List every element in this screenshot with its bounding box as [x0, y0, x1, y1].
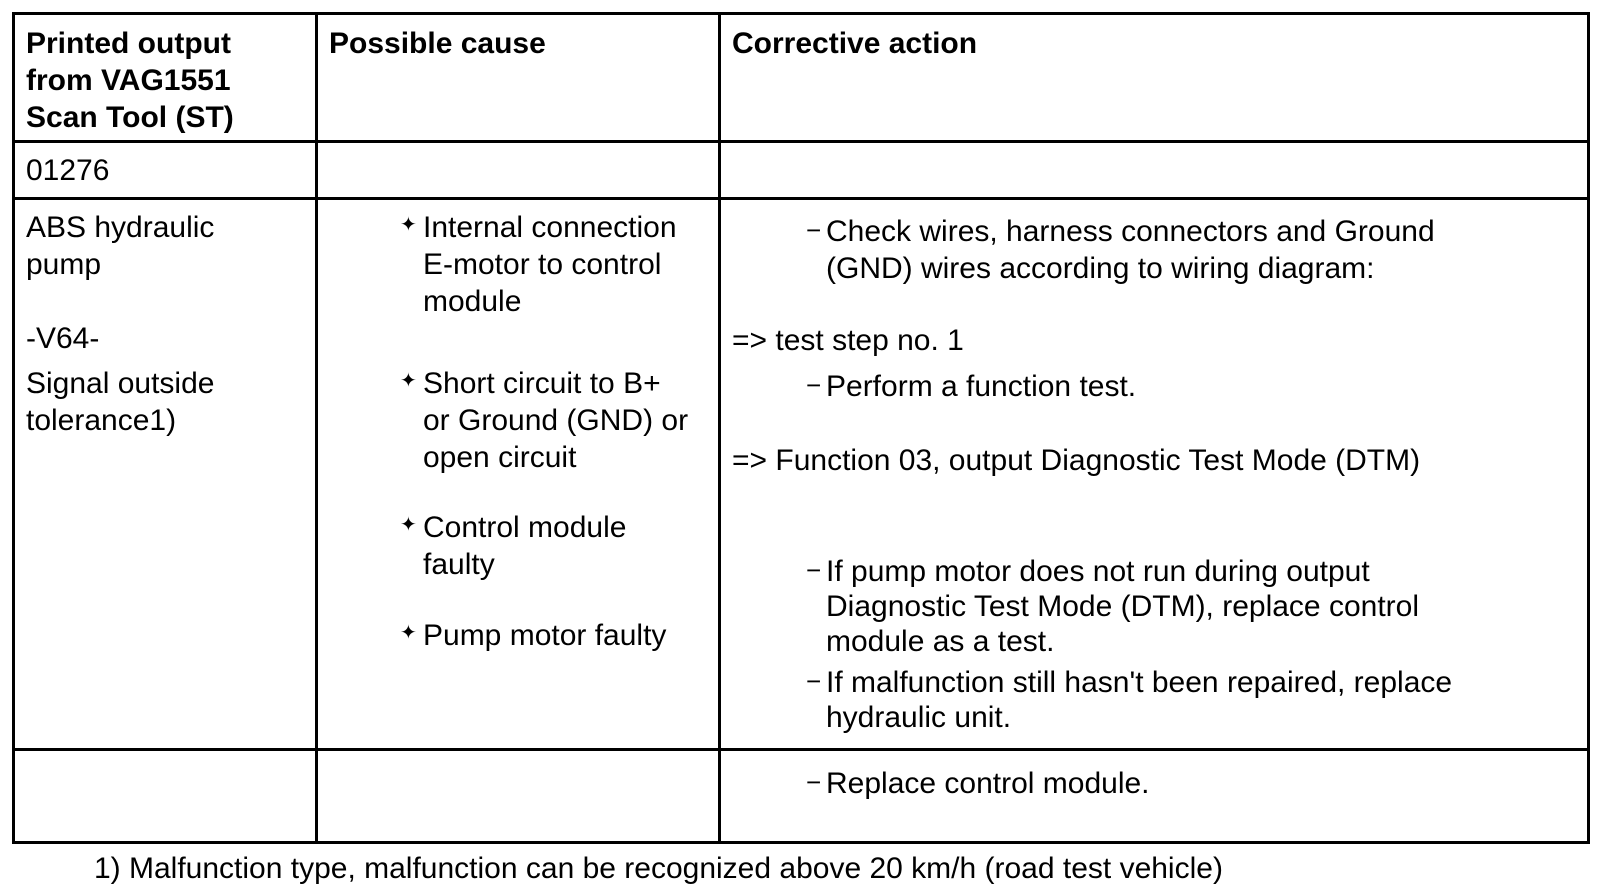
header-possible-cause: Possible cause	[329, 27, 546, 60]
cause-item: or Ground (GND) or	[423, 404, 689, 437]
diagnostic-table: Printed output from VAG1551 Scan Tool (S…	[12, 12, 1590, 844]
dash-icon: −	[806, 215, 822, 245]
action-item: Check wires, harness connectors and Grou…	[826, 215, 1435, 248]
dash-icon: −	[806, 666, 822, 696]
action-item: hydraulic unit.	[826, 701, 1012, 734]
header-corrective-action: Corrective action	[732, 27, 978, 60]
bullet-icon: ✦	[400, 514, 417, 536]
component-name: pump	[26, 248, 102, 281]
cause-item: Pump motor faulty	[423, 619, 667, 652]
component-id: -V64-	[26, 322, 100, 355]
header-printed-output: from VAG1551	[26, 64, 231, 97]
dash-icon: −	[806, 555, 822, 585]
signal-status: tolerance1)	[26, 404, 177, 437]
action-item: (GND) wires according to wiring diagram:	[826, 252, 1375, 285]
row-divider	[15, 140, 1587, 143]
signal-status: Signal outside	[26, 367, 215, 400]
dash-icon: −	[806, 767, 822, 797]
cause-item: Internal connection	[423, 211, 677, 244]
action-item: Perform a function test.	[826, 370, 1137, 403]
cause-item: Short circuit to B+	[423, 367, 661, 400]
bullet-icon: ✦	[400, 370, 417, 392]
footnote: 1) Malfunction type, malfunction can be …	[94, 852, 1223, 885]
bullet-icon: ✦	[400, 214, 417, 236]
fault-code: 01276	[26, 154, 110, 187]
cause-item: open circuit	[423, 441, 577, 474]
column-divider	[718, 15, 721, 841]
row-divider	[15, 197, 1587, 200]
action-item: module as a test.	[826, 625, 1055, 658]
action-item: Replace control module.	[826, 767, 1150, 800]
component-name: ABS hydraulic	[26, 211, 215, 244]
function-reference: => Function 03, output Diagnostic Test M…	[732, 444, 1421, 477]
cause-item: module	[423, 285, 522, 318]
dash-icon: −	[806, 370, 822, 400]
test-step-reference: => test step no. 1	[732, 324, 964, 357]
cause-item: faulty	[423, 548, 495, 581]
action-item: If pump motor does not run during output	[826, 555, 1370, 588]
header-printed-output: Scan Tool (ST)	[26, 101, 234, 134]
cause-item: Control module	[423, 511, 627, 544]
action-item: Diagnostic Test Mode (DTM), replace cont…	[826, 590, 1419, 623]
column-divider	[315, 15, 318, 841]
bullet-icon: ✦	[400, 622, 417, 644]
header-printed-output: Printed output	[26, 27, 231, 60]
row-divider	[15, 748, 1587, 751]
action-item: If malfunction still hasn't been repaire…	[826, 666, 1453, 699]
cause-item: E-motor to control	[423, 248, 662, 281]
